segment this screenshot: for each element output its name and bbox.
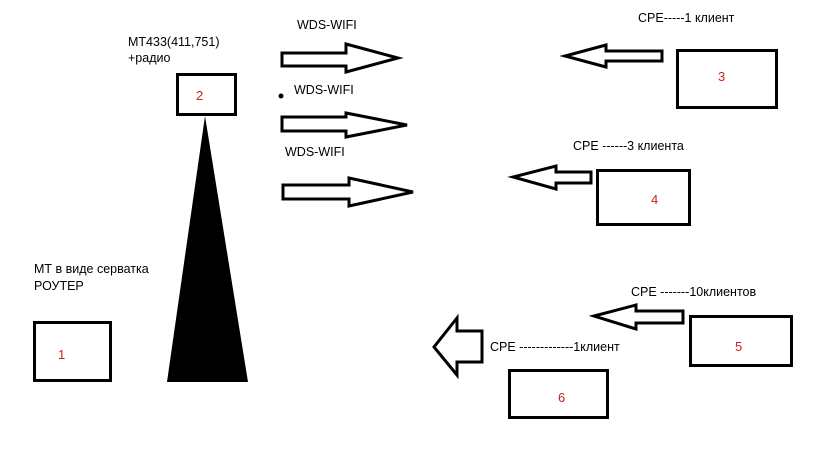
- tower-node-label-line2: +радио: [128, 51, 171, 65]
- router-label-line2: РОУТЕР: [34, 279, 84, 293]
- antenna-tower: [167, 116, 248, 382]
- wds-label-2: WDS-WIFI: [294, 83, 354, 97]
- cpe-3-number: 3: [718, 69, 726, 84]
- cpe-box-4: [596, 169, 691, 226]
- tower-node-label-line1: МТ433(411,751): [128, 35, 220, 49]
- dot-mark: [278, 93, 284, 99]
- cpe-arrow-5: [588, 303, 685, 332]
- cpe-box-5: [689, 315, 793, 367]
- cpe-box-6: [508, 369, 609, 419]
- cpe-arrow-3: [559, 43, 664, 69]
- cpe-3-label: CPE-----1 клиент: [638, 11, 735, 25]
- wds-label-1: WDS-WIFI: [297, 18, 357, 32]
- tower-node-number: 2: [196, 88, 204, 103]
- cpe-5-number: 5: [735, 339, 743, 354]
- big-left-arrow: [432, 313, 484, 380]
- cpe-box-3: [676, 49, 778, 109]
- cpe-6-number: 6: [558, 390, 566, 405]
- wds-arrow-2: [280, 111, 408, 139]
- router-box: [33, 321, 112, 382]
- router-number: 1: [58, 347, 66, 362]
- wds-label-3: WDS-WIFI: [285, 145, 345, 159]
- tower-node-box: [176, 73, 237, 116]
- cpe-5-label: CPE -------10клиентов: [631, 285, 757, 299]
- cpe-6-label: CPE -------------1клиент: [490, 340, 620, 354]
- wds-arrow-1: [280, 42, 404, 74]
- router-label-line1: МТ в виде серватка: [34, 262, 149, 276]
- cpe-4-number: 4: [651, 192, 659, 207]
- cpe-arrow-4: [507, 164, 593, 191]
- wds-arrow-3: [281, 176, 414, 208]
- cpe-4-label: CPE ------3 клиента: [573, 139, 684, 153]
